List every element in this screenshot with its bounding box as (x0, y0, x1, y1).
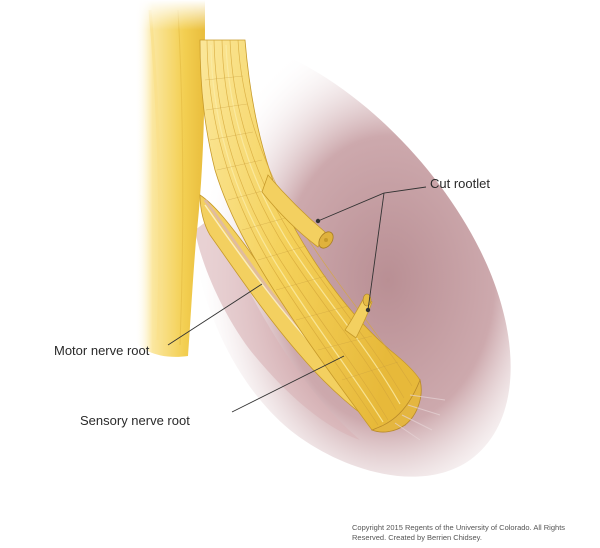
copyright-line-1: Copyright 2015 Regents of the University… (352, 523, 566, 532)
cut-rootlet-upper (261, 174, 326, 248)
label-cut-rootlet: Cut rootlet (430, 176, 490, 191)
leader-sensory-root (231, 355, 345, 413)
leader-motor-root (167, 283, 263, 346)
copyright-notice: Copyright 2015 Regents of the University… (352, 523, 565, 543)
cut-rootlet-lower (344, 297, 373, 339)
leader-cut-rootlet-2 (367, 192, 385, 311)
label-sensory-nerve-root: Sensory nerve root (80, 413, 190, 428)
spinal-cord (135, 0, 205, 357)
pointer-dot-lower (365, 307, 371, 313)
label-motor-nerve-root: Motor nerve root (54, 343, 150, 358)
copyright-line-2: Reserved. Created by Berrien Chidsey. (352, 533, 482, 542)
leader-lines (167, 186, 427, 413)
pointer-dot-upper (315, 218, 321, 224)
